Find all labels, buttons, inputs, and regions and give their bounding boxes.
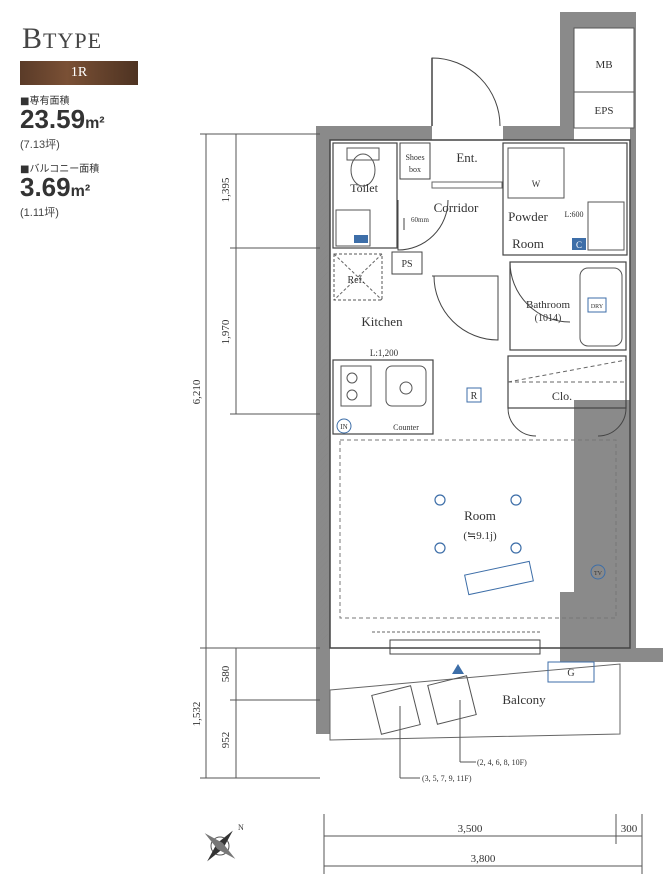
private-area: 23.59m² [20,104,105,135]
powder-room [502,142,628,256]
dry-label: DRY [591,304,604,310]
type-rest: TYPE [43,28,103,53]
type-initial: B [22,22,44,55]
dim-balcony-seg2: 952 [220,732,232,749]
ac-unit [464,560,534,596]
balcony-slab-2 [427,675,477,725]
shoes-box-label-1: Shoes [405,153,424,162]
dim-width-total: 3,800 [471,853,496,865]
compass-north: N [238,823,244,832]
left-hatch [318,170,328,640]
powder-room-label-2: Room [512,236,544,251]
ps-box [391,251,423,275]
toilet-tank [346,147,380,161]
private-area-value: 23.59 [20,104,86,134]
vertical-dimensions [200,133,320,779]
eps-label: EPS [595,105,614,117]
plan-type-title: BTYPE [22,22,102,56]
gas-meter-label: G [567,668,574,679]
ps-label: PS [401,259,412,270]
balcony-area-value: 3.69 [20,172,71,202]
kitchen-l: L:1,200 [370,348,399,358]
balcony-area: 3.69m² [20,172,90,203]
tv-mark: TV [594,571,603,577]
window [389,639,541,655]
counter-label: Counter [393,423,419,432]
vanity [587,201,625,251]
private-area-tsubo: (7.13坪) [20,139,60,151]
powder-l: L:600 [564,210,583,219]
top-wall [316,126,432,140]
washer-label: W [532,179,541,189]
main-room-label: Room [464,508,496,523]
toilet-room [332,142,398,249]
mb-label: MB [595,59,612,71]
bathroom-label: Bathroom [526,299,570,311]
corridor-dim: 60mm [411,216,429,224]
entrance-label: Ent. [456,150,477,165]
c-mark: C [576,240,582,250]
dim-width-extra: 300 [621,823,638,835]
fridge [333,253,383,301]
bath-door [509,261,571,323]
outer-wall [560,12,663,662]
dim-balcony-seg1: 580 [220,665,232,682]
stove [340,365,372,407]
balcony-label: Balcony [502,692,546,707]
private-area-unit: m² [85,115,105,132]
balcony-slab-1 [371,685,421,735]
kitchen-counter [332,359,434,435]
dim-total-height: 6,210 [191,379,203,404]
balcony-area-tsubo: (1.11坪) [20,207,59,219]
closet-label: Clo. [552,389,572,403]
dim-seg1: 1,395 [220,177,232,202]
top-wall-right [503,126,574,140]
ref-label: Ref. [348,275,365,286]
entrance-door [431,57,501,127]
floors-b: (3, 5, 7, 9, 11F) [422,774,472,783]
balcony-area-unit: m² [70,183,91,200]
closet-door-right [597,407,627,437]
toilet-sink [335,209,371,247]
balcony-outline [329,663,621,741]
compass-icon [204,830,236,862]
in-mark: IN [340,423,347,431]
main-room-dashed [339,439,617,619]
shoes-box [399,142,431,180]
corridor-label: Corridor [434,200,479,215]
eps-shaft [573,91,635,129]
r-mark: R [471,391,478,402]
dim-seg2: 1,970 [220,319,232,344]
toilet-bowl [350,153,376,187]
washer-box [507,147,565,199]
toilet-label: Toilet [350,181,378,195]
dim-balcony-total: 1,532 [191,702,203,727]
main-room-size: (≒9.1j) [463,530,497,542]
interior-outline [329,139,631,649]
kitchen-sink [385,365,427,407]
toilet-door [397,199,449,251]
ceiling-lights [434,494,522,554]
layout-badge: 1R [20,61,138,85]
powder-room-label-1: Powder [508,209,548,224]
dim-width-inner: 3,500 [458,823,483,835]
gas-meter [547,661,595,683]
shoes-box-label-2: box [409,165,421,174]
kitchen-door [432,275,499,341]
horizontal-dimensions [323,814,643,874]
floors-a: (2, 4, 6, 8, 10F) [477,758,527,767]
balcony-area-label: ■バルコニー面積 [20,164,100,175]
private-area-label: ■専有面積 [20,96,70,107]
closet-door-left [507,407,537,437]
bathtub [579,267,623,347]
balcony-left-wall [316,648,330,734]
bathroom [509,261,627,351]
entrance-step [431,181,503,189]
kitchen-label: Kitchen [361,314,403,329]
